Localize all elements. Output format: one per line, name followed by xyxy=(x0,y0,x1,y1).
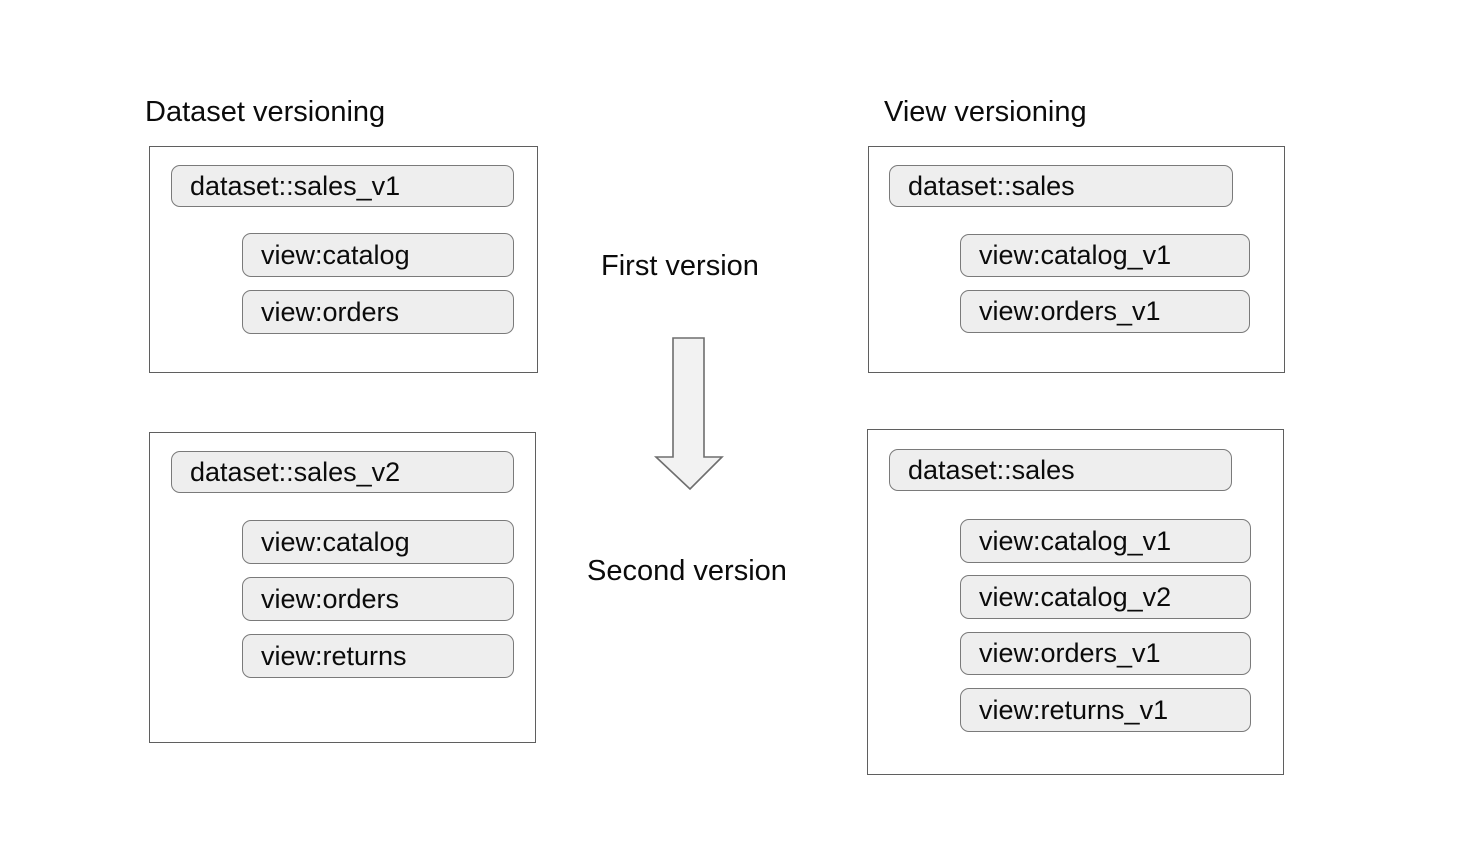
dataset-v1-box: dataset::sales_v1 view:catalog view:orde… xyxy=(149,146,538,373)
view-pill: view:returns xyxy=(242,634,514,678)
second-version-label: Second version xyxy=(587,555,787,587)
view-pill: view:catalog xyxy=(242,233,514,277)
view-pill: view:orders_v1 xyxy=(960,632,1251,675)
dataset-versioning-title: Dataset versioning xyxy=(145,96,386,128)
dataset-v2-box: dataset::sales_v2 view:catalog view:orde… xyxy=(149,432,536,743)
view-pill: view:returns_v1 xyxy=(960,688,1251,732)
view-pill: view:catalog_v1 xyxy=(960,234,1250,277)
view-pill: view:catalog_v2 xyxy=(960,575,1251,619)
dataset-pill: dataset::sales_v2 xyxy=(171,451,514,493)
view-pill: view:orders xyxy=(242,577,514,621)
view-versioning-title: View versioning xyxy=(884,96,1087,128)
view-versioning-second-box: dataset::sales view:catalog_v1 view:cata… xyxy=(867,429,1284,775)
dataset-pill: dataset::sales xyxy=(889,449,1232,491)
view-pill: view:catalog xyxy=(242,520,514,564)
view-pill: view:orders xyxy=(242,290,514,334)
view-versioning-first-box: dataset::sales view:catalog_v1 view:orde… xyxy=(868,146,1285,373)
first-version-label: First version xyxy=(601,250,759,282)
dataset-pill: dataset::sales_v1 xyxy=(171,165,514,207)
down-arrow-icon xyxy=(653,337,725,491)
view-pill: view:orders_v1 xyxy=(960,290,1250,333)
dataset-pill: dataset::sales xyxy=(889,165,1233,207)
view-pill: view:catalog_v1 xyxy=(960,519,1251,563)
